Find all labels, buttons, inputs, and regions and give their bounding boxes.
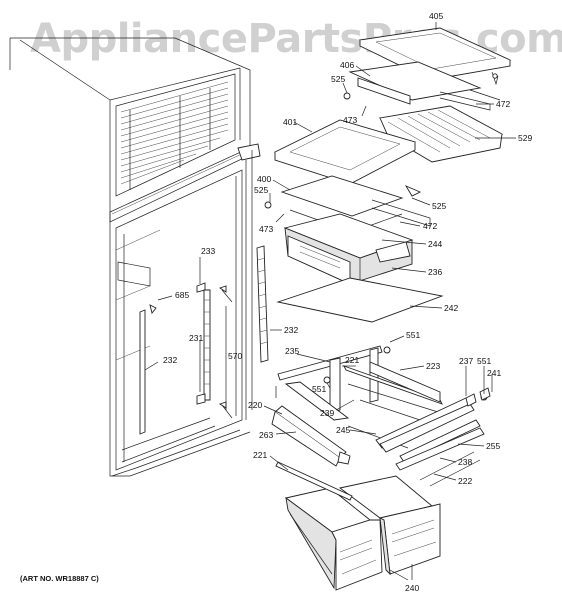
callout-221-mid: 221	[345, 355, 359, 365]
shelf-frame-400	[280, 175, 431, 233]
refrigerator-cabinet	[9, 37, 261, 477]
callout-525-mid-left: 525	[254, 185, 268, 195]
callout-405: 405	[429, 11, 443, 21]
drawer-236	[283, 213, 414, 285]
callout-240: 240	[405, 583, 419, 593]
callout-244: 244	[428, 239, 442, 249]
callout-239: 239	[320, 408, 334, 418]
rails-237-238-255	[375, 387, 491, 487]
callout-525-top: 525	[331, 74, 345, 84]
callout-231: 231	[189, 333, 203, 343]
callout-263: 263	[259, 430, 273, 440]
callout-223: 223	[426, 361, 440, 371]
control-bracket-263	[271, 405, 409, 467]
callout-232-mid: 232	[284, 325, 298, 335]
shelf-frame-406	[348, 61, 501, 111]
shelf-ladder-232-mid	[256, 245, 269, 363]
callout-221-bottom: 221	[253, 450, 267, 460]
glass-shelf-405	[358, 27, 512, 86]
callout-242: 242	[444, 303, 458, 313]
callout-236: 236	[428, 267, 442, 277]
shelf-ladder-232-left	[139, 309, 146, 435]
slide-rail-221-bottom	[275, 461, 353, 501]
callout-406: 406	[340, 60, 354, 70]
callout-401: 401	[283, 117, 297, 127]
callout-220: 220	[248, 400, 262, 410]
crisper-pan-right	[338, 475, 441, 576]
callout-235: 235	[285, 346, 299, 356]
screw-525-left	[264, 201, 272, 209]
callout-400: 400	[257, 174, 271, 184]
art-number: (ART NO. WR18887 C)	[20, 574, 99, 583]
callout-473-mid: 473	[259, 224, 273, 234]
callout-245: 245	[336, 425, 350, 435]
callout-237: 237	[459, 356, 473, 366]
pan-frame-assembly	[275, 345, 443, 421]
crisper-pan-left	[284, 487, 383, 591]
callout-529: 529	[518, 133, 532, 143]
leader-lines	[144, 22, 516, 581]
callout-570: 570	[228, 351, 242, 361]
callout-238: 238	[458, 457, 472, 467]
callout-241: 241	[487, 368, 501, 378]
screw-551-top	[383, 346, 391, 354]
callout-551-top: 551	[406, 330, 420, 340]
callout-255: 255	[486, 441, 500, 451]
callout-685: 685	[175, 290, 189, 300]
callout-222: 222	[458, 476, 472, 486]
shelf-ladder-233	[196, 282, 211, 405]
screw-685	[149, 304, 157, 314]
callout-472-top: 472	[496, 99, 510, 109]
callout-233: 233	[201, 246, 215, 256]
crisper-cover-242	[276, 277, 444, 323]
screw-525-right	[404, 185, 422, 197]
callout-551-mid: 551	[312, 384, 326, 394]
callout-525-mid-right: 525	[432, 201, 446, 211]
callout-473-top: 473	[343, 115, 357, 125]
callout-232-left: 232	[163, 355, 177, 365]
callout-551-right: 551	[477, 356, 491, 366]
callout-472-mid: 472	[423, 221, 437, 231]
screw-525-top	[343, 92, 351, 100]
shelf-rack-529	[378, 105, 504, 163]
screw-551-mid	[323, 376, 331, 384]
callout-labels: 405 406 525 472 473 401 529 400 525 525 …	[163, 11, 532, 593]
